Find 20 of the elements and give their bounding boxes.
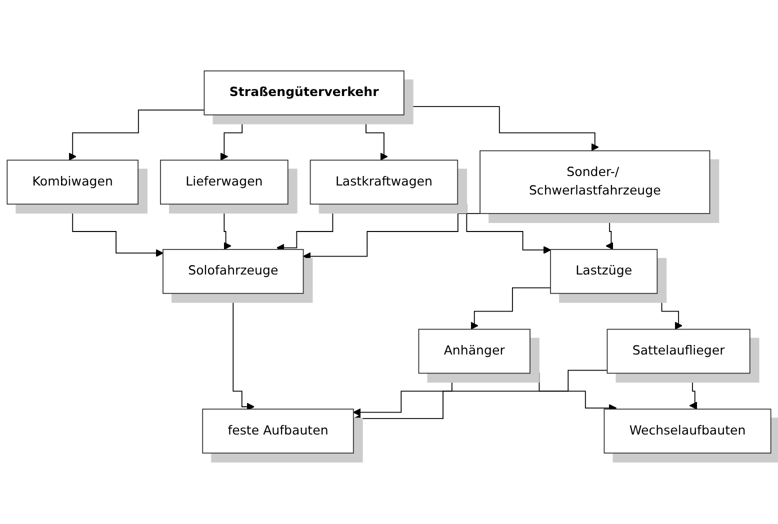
arrow [223,204,232,250]
node-box: Kombiwagen [6,160,138,205]
node-box: feste Aufbauten [202,408,354,454]
arrow [606,213,614,250]
arrow [353,370,608,422]
arrow [232,292,255,411]
node-box: Lastkraftwagen [310,160,458,205]
node-box: Lieferwagen [160,160,288,205]
arrow [688,372,698,410]
arrow [403,106,599,152]
arrow [72,204,164,258]
node-box: Anhänger [418,328,530,374]
node-box: Lastzüge [550,249,658,294]
node-box: Solofahrzeuge [162,249,304,294]
arrow [470,287,551,330]
node-box: Sonder-/ Schwerlastfahrzeuge [480,150,710,214]
node-box: Straßengüterverkehr [204,70,404,116]
node-box: Sattelauflieger [606,328,750,374]
arrow [68,110,205,161]
node-box: Wechselaufbauten [604,408,772,454]
